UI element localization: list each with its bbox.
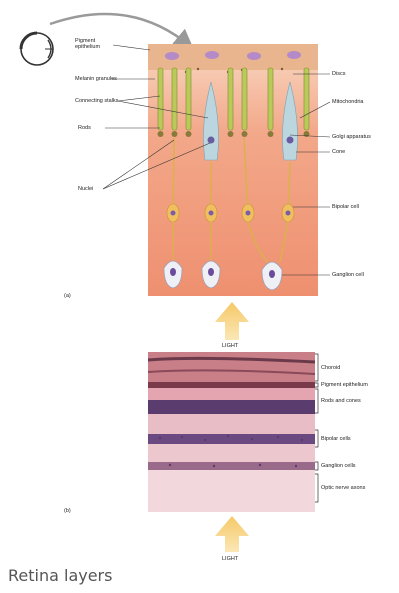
label-cone: Cone — [332, 149, 345, 155]
light-label-2: LIGHT — [222, 556, 238, 562]
retina-diagram-svg — [0, 0, 399, 560]
light-label-1: LIGHT — [222, 343, 238, 349]
eye-icon — [21, 33, 53, 65]
label-golgi-apparatus: Golgi apparatus — [332, 134, 371, 140]
curved-arrow — [50, 14, 190, 46]
label-optic-nerve-axons: Optic nerve axons — [321, 485, 365, 491]
label-melanin-granules: Melanin granules — [75, 76, 117, 82]
label-rods: Rods — [78, 125, 91, 131]
label-pigment-epithelium-2: epithelium — [75, 44, 100, 50]
label-rods-and-cones: Rods and cones — [321, 398, 361, 404]
light-arrow-2 — [215, 516, 249, 552]
label-bipolar-cells: Bipolar cells — [321, 436, 351, 442]
micrograph — [148, 352, 315, 512]
label-nuclei: Nuclei — [78, 186, 93, 192]
label-pigment-epithelium: Pigment epithelium — [321, 382, 368, 388]
label-choroid: Choroid — [321, 365, 340, 371]
light-arrow-1 — [215, 302, 249, 340]
panel-a-letter: (a) — [64, 293, 71, 299]
retina-figure: Pigment epithelium Melanin granules Conn… — [0, 0, 399, 560]
panel-b-letter: (b) — [64, 508, 71, 514]
figure-caption: Retina layers — [8, 566, 112, 585]
label-ganglion-cells: Ganglion cells — [321, 463, 356, 469]
label-mitochondria: Mitochondria — [332, 99, 364, 105]
label-bipolar-cell: Bipolar cell — [332, 204, 359, 210]
label-ganglion-cell: Ganglion cell — [332, 272, 364, 278]
label-discs: Discs — [332, 71, 345, 77]
micrograph-brackets — [315, 354, 318, 502]
label-connecting-stalks: Connecting stalks — [75, 98, 118, 104]
